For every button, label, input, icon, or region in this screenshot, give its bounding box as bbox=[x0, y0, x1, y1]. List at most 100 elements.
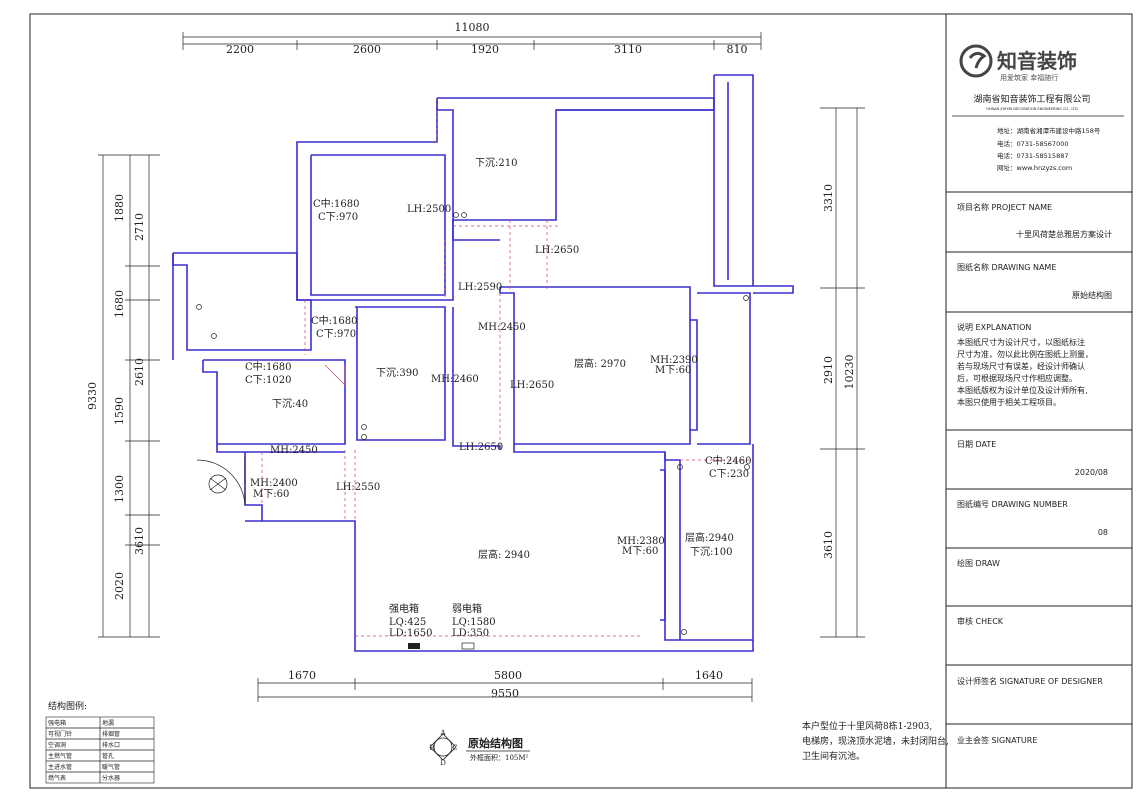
dim-right-total: 10230 bbox=[843, 355, 856, 390]
living-mlow: M下:60 bbox=[622, 546, 658, 557]
mh-2450-lower: MH:2450 bbox=[270, 445, 318, 456]
lh-2650-top: LH:2650 bbox=[535, 245, 579, 256]
brand-slogan: 用爱筑家 幸福随行 bbox=[1000, 73, 1058, 82]
left-dimensions: 9330 1880 1680 1590 1300 2020 2710 2610 … bbox=[86, 154, 160, 638]
explanation-line-1: 本图纸尺寸为设计尺寸，以图纸标注 bbox=[957, 337, 1085, 347]
title-block: 知音装饰 用爱筑家 幸福随行 湖南省知音装饰工程有限公司 HUNAN ZHIYI… bbox=[946, 44, 1132, 745]
drawing-area: 外框面积：105M² bbox=[470, 753, 529, 762]
weak-box-label: 弱电箱 bbox=[452, 602, 482, 615]
dim-top-seg-5: 810 bbox=[727, 43, 748, 56]
owner-signature-label: 业主会签 SIGNATURE bbox=[957, 735, 1037, 745]
legend-item-3b: 排水口 bbox=[102, 741, 120, 749]
company-phone-1: 电话：0731-58567000 bbox=[997, 139, 1068, 148]
company-name: 湖南省知音装饰工程有限公司 bbox=[973, 93, 1090, 105]
dim-left-total: 9330 bbox=[86, 382, 99, 410]
weak-lq: LQ:1580 bbox=[452, 617, 496, 628]
brand-name: 知音装饰 bbox=[997, 49, 1077, 73]
r3-c-low: C下:970 bbox=[316, 329, 356, 340]
balcony-sink: 下沉:100 bbox=[690, 545, 732, 558]
check-label: 审核 CHECK bbox=[957, 616, 1004, 626]
dim-bottom-seg-3: 1640 bbox=[695, 669, 723, 682]
strong-lq: LQ:425 bbox=[389, 617, 426, 628]
strong-box-label: 强电箱 bbox=[389, 602, 419, 615]
date-value: 2020/08 bbox=[1075, 468, 1108, 477]
drawing-name: 原始结构图 bbox=[468, 736, 523, 750]
r2-c-mid: C中:1680 bbox=[313, 197, 359, 210]
company-name-en: HUNAN ZHIYIN DECORATION ENGINEERING CO.,… bbox=[986, 107, 1078, 111]
lh-2550: LH:2550 bbox=[336, 482, 380, 493]
legend-item-4b: 管孔 bbox=[102, 752, 114, 760]
living-height: 层高: 2940 bbox=[478, 548, 530, 561]
dim-left-outer-2: 1680 bbox=[113, 290, 126, 318]
legend-item-5a: 主进水管 bbox=[48, 763, 72, 771]
r3-c-mid: C中:1680 bbox=[311, 314, 357, 327]
compass-d: D bbox=[440, 759, 446, 767]
walls bbox=[172, 74, 794, 652]
explanation-line-4: 后，可根据现场尺寸作相应调整。 bbox=[957, 373, 1077, 383]
dim-right-inner-2: 2910 bbox=[822, 356, 835, 384]
dim-left-inner-1: 2710 bbox=[133, 213, 146, 241]
lh-2590: LH:2590 bbox=[458, 282, 502, 293]
dim-top-seg-1: 2200 bbox=[226, 43, 254, 56]
r4-c-low: C下:1020 bbox=[245, 375, 291, 386]
dim-left-outer-4: 1300 bbox=[113, 475, 126, 503]
beam-lines bbox=[261, 98, 753, 637]
company-address: 地址：湖南省湘潭市建设中路158号 bbox=[997, 126, 1101, 135]
dim-top-total: 11080 bbox=[455, 21, 490, 34]
dim-bottom-total: 9550 bbox=[491, 687, 519, 700]
r3-mh: MH:2460 bbox=[431, 374, 479, 385]
designer-signature-label: 设计师签名 SIGNATURE OF DESIGNER bbox=[957, 676, 1103, 686]
legend-item-1b: 地漏 bbox=[102, 719, 114, 727]
right-dimensions: 3310 2910 3610 10230 bbox=[820, 107, 865, 638]
legend-item-5b: 暖气管 bbox=[102, 763, 120, 771]
note-line-2: 电梯房，现浇顶水泥墙，未封闭阳台, bbox=[802, 735, 949, 747]
structure-legend: 结构图例: 强电箱 地漏 可视门铃 排烟管 空调洞 排水口 主燃气管 管孔 主进… bbox=[45, 700, 155, 784]
r4-c-mid: C中:1680 bbox=[245, 360, 291, 373]
brand-logo-icon bbox=[959, 44, 993, 78]
title-block-frame bbox=[945, 13, 1133, 789]
dim-bottom-seg-2: 5800 bbox=[494, 669, 522, 682]
living-mh: MH:2380 bbox=[617, 536, 665, 547]
dim-left-outer-1: 1880 bbox=[113, 194, 126, 222]
legend-item-6b: 分水器 bbox=[102, 774, 120, 782]
drawing-title: A B C D 原始结构图 外框面积：105M² bbox=[429, 729, 530, 767]
r4-sink: 下沉:40 bbox=[272, 397, 308, 410]
dim-top-seg-3: 1920 bbox=[471, 43, 499, 56]
compass-a: A bbox=[439, 729, 446, 737]
balcony-c-mid: C中:2460 bbox=[705, 454, 751, 467]
drawing-name-label: 图纸名称 DRAWING NAME bbox=[957, 262, 1056, 272]
compass-c: C bbox=[452, 744, 457, 752]
door-mlow: M下:60 bbox=[253, 489, 289, 500]
drawing-name-value: 原始结构图 bbox=[1072, 290, 1112, 300]
dim-left-outer-5: 2020 bbox=[113, 572, 126, 600]
legend-item-4a: 主燃气管 bbox=[48, 752, 72, 760]
legend-item-1a: 强电箱 bbox=[48, 719, 66, 727]
project-value: 十里风荷楚总雅居方案设计 bbox=[1016, 229, 1112, 239]
dim-top-seg-2: 2600 bbox=[353, 43, 381, 56]
dim-bottom-seg-1: 1670 bbox=[288, 669, 316, 682]
draw-label: 绘图 DRAW bbox=[957, 558, 1000, 568]
explanation-label: 说明 EXPLANATION bbox=[957, 322, 1031, 332]
explanation-line-5: 本图纸版权为设计单位及设计师所有, bbox=[957, 385, 1088, 395]
company-phone-2: 电话：0731-58515887 bbox=[997, 151, 1068, 160]
room-labels: 下沉:210 C中:1680 C下:970 LH:2500 LH:2650 LH… bbox=[245, 156, 751, 639]
dim-left-inner-2: 2610 bbox=[133, 358, 146, 386]
drawing-number-label: 图纸编号 DRAWING NUMBER bbox=[957, 499, 1068, 509]
dim-right-inner-3: 3610 bbox=[822, 531, 835, 559]
entry-door bbox=[196, 457, 246, 506]
explanation-line-3: 若与现场尺寸有误差，经设计师确认 bbox=[957, 361, 1085, 371]
dim-left-inner-3: 3610 bbox=[133, 527, 146, 555]
bottom-dimensions: 1670 5800 1640 9550 bbox=[257, 669, 753, 702]
company-website: 网址：www.hnzyzs.com bbox=[997, 163, 1072, 172]
explanation-line-2: 尺寸为准，勿以此比例在图纸上测量， bbox=[957, 349, 1093, 359]
mh-2450: MH:2450 bbox=[478, 322, 526, 333]
legend-item-2b: 排烟管 bbox=[102, 730, 120, 738]
r5-mh: MH:2390 bbox=[650, 355, 698, 366]
r5-lh: LH:2650 bbox=[510, 380, 554, 391]
compass-b: B bbox=[429, 744, 434, 752]
strong-box-symbol bbox=[408, 643, 420, 649]
legend-item-6a: 燃气表 bbox=[48, 774, 66, 782]
r1-sink-label: 下沉:210 bbox=[475, 156, 517, 169]
r3-sink: 下沉:390 bbox=[376, 366, 418, 379]
note-line-1: 本户型位于十里风荷8栋1-2903, bbox=[802, 720, 932, 732]
